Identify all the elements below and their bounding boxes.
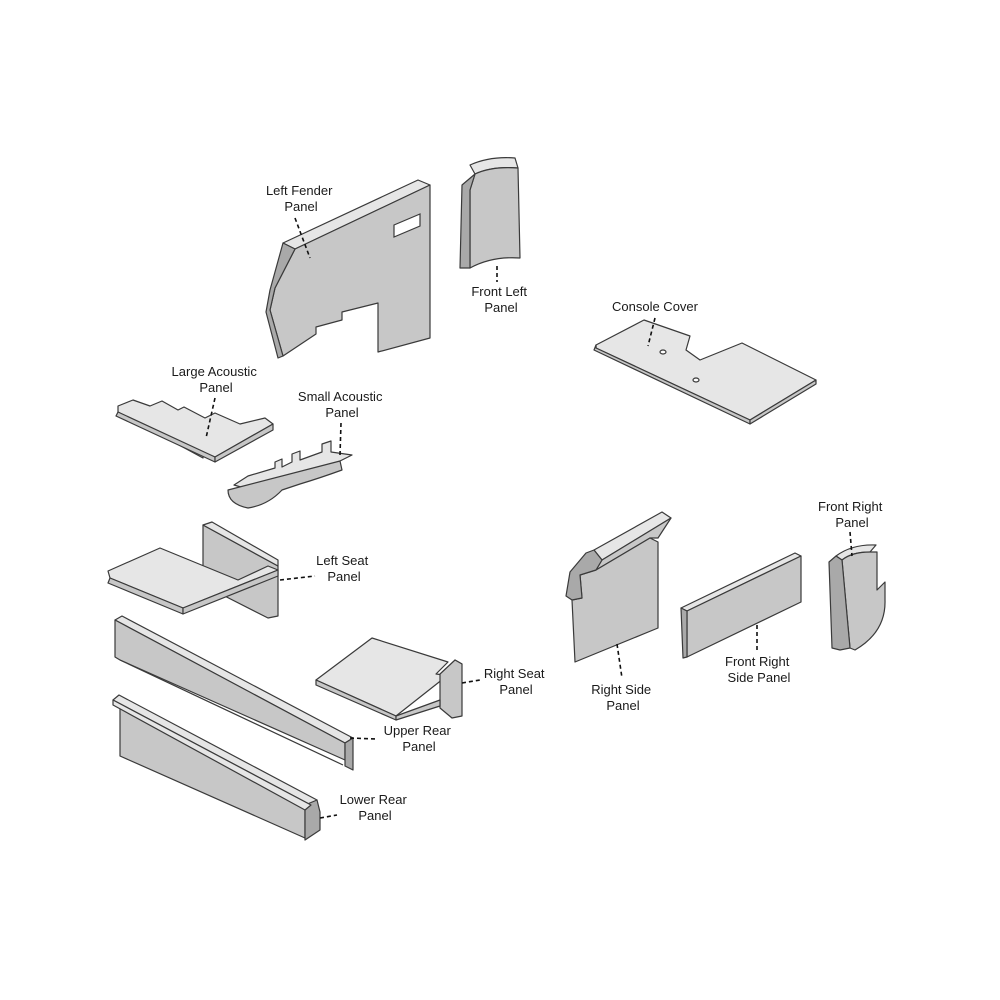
label-small-acoustic-panel: Small Acoustic Panel	[298, 389, 386, 420]
leader-right-seat	[461, 679, 481, 684]
label-upper-rear-panel: Upper Rear Panel	[384, 723, 455, 754]
leader-console-cover	[647, 317, 656, 347]
front-right-side-panel-shape	[680, 552, 802, 659]
label-large-acoustic-panel: Large Acoustic Panel	[172, 364, 261, 395]
right-side-panel-shape	[565, 511, 672, 663]
small-acoustic-panel-shape	[227, 440, 353, 509]
leader-lower-rear	[319, 814, 338, 819]
leader-upper-rear	[349, 737, 378, 740]
label-left-fender-panel: Left Fender Panel	[266, 183, 336, 214]
label-right-seat-panel: Right Seat Panel	[484, 666, 548, 697]
leader-left-fender	[294, 217, 311, 259]
label-left-seat-panel: Left Seat Panel	[316, 553, 372, 584]
label-front-left-panel: Front Left Panel	[471, 284, 530, 315]
leader-small-acoustic	[339, 422, 342, 456]
upper-rear-panel-shape	[114, 615, 354, 771]
left-fender-panel-shape	[265, 179, 431, 359]
label-front-right-panel: Front Right Panel	[818, 499, 886, 530]
leader-right-side	[616, 643, 623, 679]
label-lower-rear-panel: Lower Rear Panel	[340, 792, 411, 823]
leader-lines	[205, 217, 853, 819]
label-right-side-panel: Right Side Panel	[591, 682, 655, 713]
front-right-panel-shape	[828, 544, 886, 651]
lower-rear-panel-shape	[112, 694, 321, 841]
large-acoustic-panel-shape	[115, 399, 274, 463]
leader-left-seat	[279, 575, 316, 581]
right-seat-panel-shape	[315, 637, 463, 721]
label-console-cover: Console Cover	[612, 299, 699, 314]
console-cover-shape	[593, 319, 817, 425]
front-left-panel-shape	[459, 157, 521, 269]
label-front-right-side-panel: Front Right Side Panel	[725, 654, 793, 685]
left-seat-panel-shape	[107, 521, 279, 619]
